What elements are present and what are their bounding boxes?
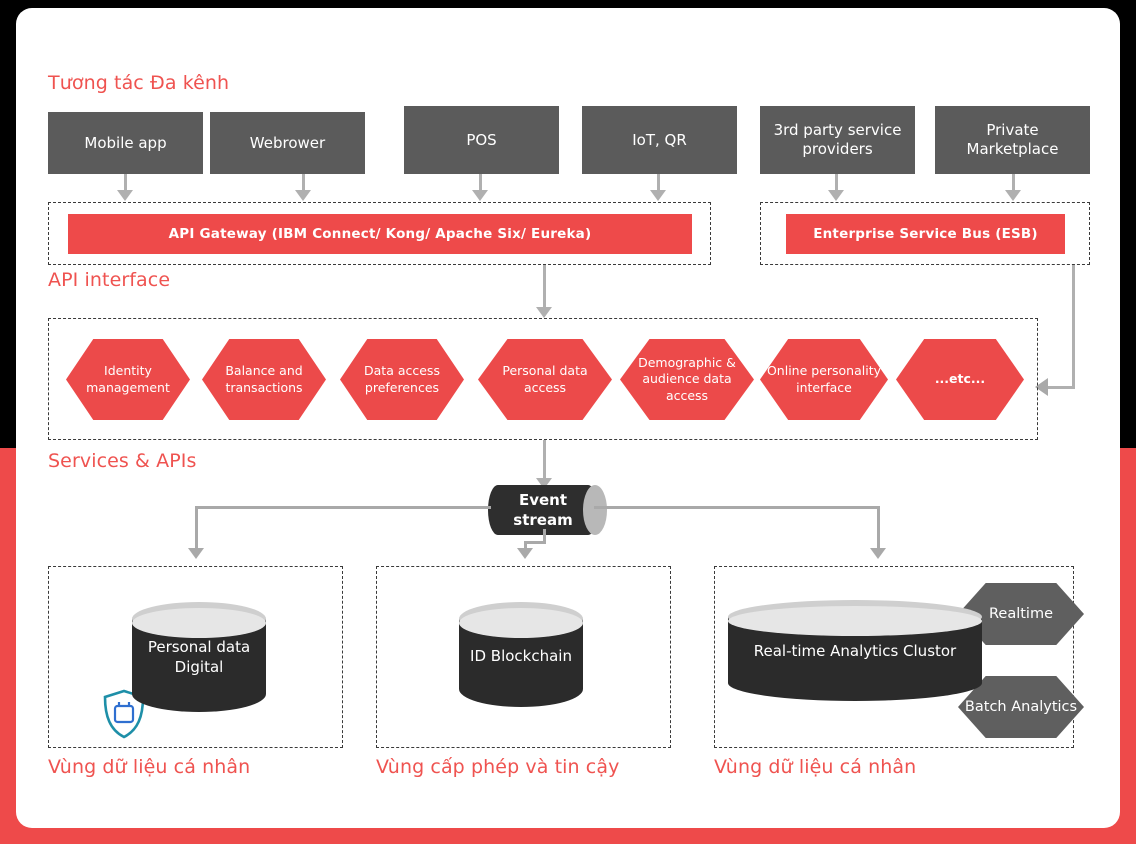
label-services-apis: Services & APIs [48, 450, 197, 472]
arrowhead-esb-to-services [1035, 378, 1048, 396]
services-container [48, 318, 1038, 440]
connector-gateway-to-services [543, 265, 546, 309]
event-stream-line2: stream [513, 511, 573, 529]
esb-bar[interactable]: Enterprise Service Bus (ESB) [786, 214, 1065, 254]
connector-event-right-v [877, 506, 880, 550]
channel-webrower[interactable]: Webrower [210, 112, 365, 174]
channel-mobile-app[interactable]: Mobile app [48, 112, 203, 174]
channel-label: POS [466, 130, 497, 149]
api-gateway-container [48, 202, 711, 265]
service-label: Online personality interface [766, 363, 882, 395]
service-data-access-preferences[interactable]: Data access preferences [340, 339, 464, 420]
channel-label: 3rd party service providers [773, 121, 902, 158]
database-id-blockchain[interactable]: ID Blockchain [459, 602, 583, 707]
arrowhead-event-to-zone1 [188, 548, 204, 559]
event-stream-cap [583, 485, 607, 535]
arrowhead-event-to-zone3 [870, 548, 886, 559]
arrowhead-webrower [295, 190, 311, 201]
event-stream[interactable]: Event stream [488, 485, 607, 535]
connector-mobile-app [124, 174, 127, 192]
arrowhead-event-to-zone2 [517, 548, 533, 559]
connector-event-mid-v1 [543, 529, 546, 543]
arrowhead-gateway-to-services [536, 307, 552, 318]
channel-third-party[interactable]: 3rd party service providers [760, 106, 915, 174]
channel-private-marketplace[interactable]: Private Marketplace [935, 106, 1090, 174]
service-identity-management[interactable]: Identity management [66, 339, 190, 420]
connector-services-to-event [543, 440, 546, 480]
connector-third-party [835, 174, 838, 192]
db-label: Personal data Digital [147, 638, 251, 676]
zone-analytics [714, 566, 1074, 748]
diagram-canvas: Tương tác Đa kênh Mobile app Webrower PO… [16, 8, 1120, 828]
label-omnichannel: Tương tác Đa kênh [48, 72, 230, 94]
connector-event-right-h [594, 506, 880, 509]
connector-webrower [302, 174, 305, 192]
arrowhead-services-to-event [536, 478, 552, 489]
channel-label: Private Marketplace [966, 121, 1059, 158]
zone-permission-trust [376, 566, 671, 748]
event-stream-line1: Event [518, 490, 568, 509]
shield-icon [100, 688, 148, 740]
event-stream-body [488, 485, 598, 535]
esb-label: Enterprise Service Bus (ESB) [813, 226, 1038, 242]
arrowhead-third-party [828, 190, 844, 201]
database-personal-data-digital[interactable]: Personal data Digital [132, 602, 266, 712]
connector-pos [479, 174, 482, 192]
arrowhead-pos [472, 190, 488, 201]
service-label: Data access preferences [364, 363, 440, 395]
service-online-personality[interactable]: Online personality interface [760, 339, 888, 420]
zone-personal-data [48, 566, 343, 748]
connector-event-left-v [195, 506, 198, 550]
connector-event-mid-v2 [524, 541, 527, 551]
db-rim [728, 606, 982, 636]
db-label: ID Blockchain [470, 647, 572, 665]
db-rim [459, 608, 583, 638]
zone-caption-analytics: Vùng dữ liệu cá nhân [714, 756, 917, 778]
service-personal-data-access[interactable]: Personal data access [478, 339, 612, 420]
channel-pos[interactable]: POS [404, 106, 559, 174]
db-label: Real-time Analytics Clustor [753, 642, 957, 660]
service-label: Balance and transactions [225, 363, 303, 395]
api-gateway-label: API Gateway (IBM Connect/ Kong/ Apache S… [168, 226, 592, 242]
service-etc[interactable]: ...etc... [896, 339, 1024, 420]
service-label: Demographic & audience data access [638, 355, 736, 403]
database-realtime-analytics-clustor[interactable]: Real-time Analytics Clustor [728, 600, 982, 702]
connector-event-mid-h [524, 541, 546, 544]
service-label: Identity management [86, 363, 170, 395]
connector-esb-vertical [1072, 265, 1075, 388]
channel-label: Mobile app [84, 133, 167, 152]
channel-iot-qr[interactable]: IoT, QR [582, 106, 737, 174]
hex-batch-analytics[interactable]: Batch Analytics [958, 676, 1084, 738]
zone-caption-personal-data: Vùng dữ liệu cá nhân [48, 756, 251, 778]
arrowhead-mobile-app [117, 190, 133, 201]
esb-container [760, 202, 1090, 265]
service-label: Personal data access [502, 363, 588, 395]
service-label: ...etc... [934, 371, 986, 387]
label-api-interface: API interface [48, 269, 171, 291]
service-demographic-audience[interactable]: Demographic & audience data access [620, 339, 754, 420]
db-rim [132, 608, 266, 638]
connector-event-left-h [195, 506, 491, 509]
service-balance-transactions[interactable]: Balance and transactions [202, 339, 326, 420]
hex-label: Batch Analytics [964, 698, 1078, 715]
channel-label: Webrower [249, 133, 326, 152]
channel-label: IoT, QR [632, 130, 687, 149]
connector-private-marketplace [1012, 174, 1015, 192]
connector-esb-horizontal [1048, 386, 1075, 389]
api-gateway-bar[interactable]: API Gateway (IBM Connect/ Kong/ Apache S… [68, 214, 692, 254]
zone-caption-permission-trust: Vùng cấp phép và tin cậy [376, 756, 620, 778]
diagram-card: Tương tác Đa kênh Mobile app Webrower PO… [16, 8, 1120, 828]
event-stream-label: Event stream [488, 485, 598, 535]
hex-label: Realtime [988, 605, 1054, 622]
connector-iot-qr [657, 174, 660, 192]
arrowhead-private-marketplace [1005, 190, 1021, 201]
arrowhead-iot-qr [650, 190, 666, 201]
